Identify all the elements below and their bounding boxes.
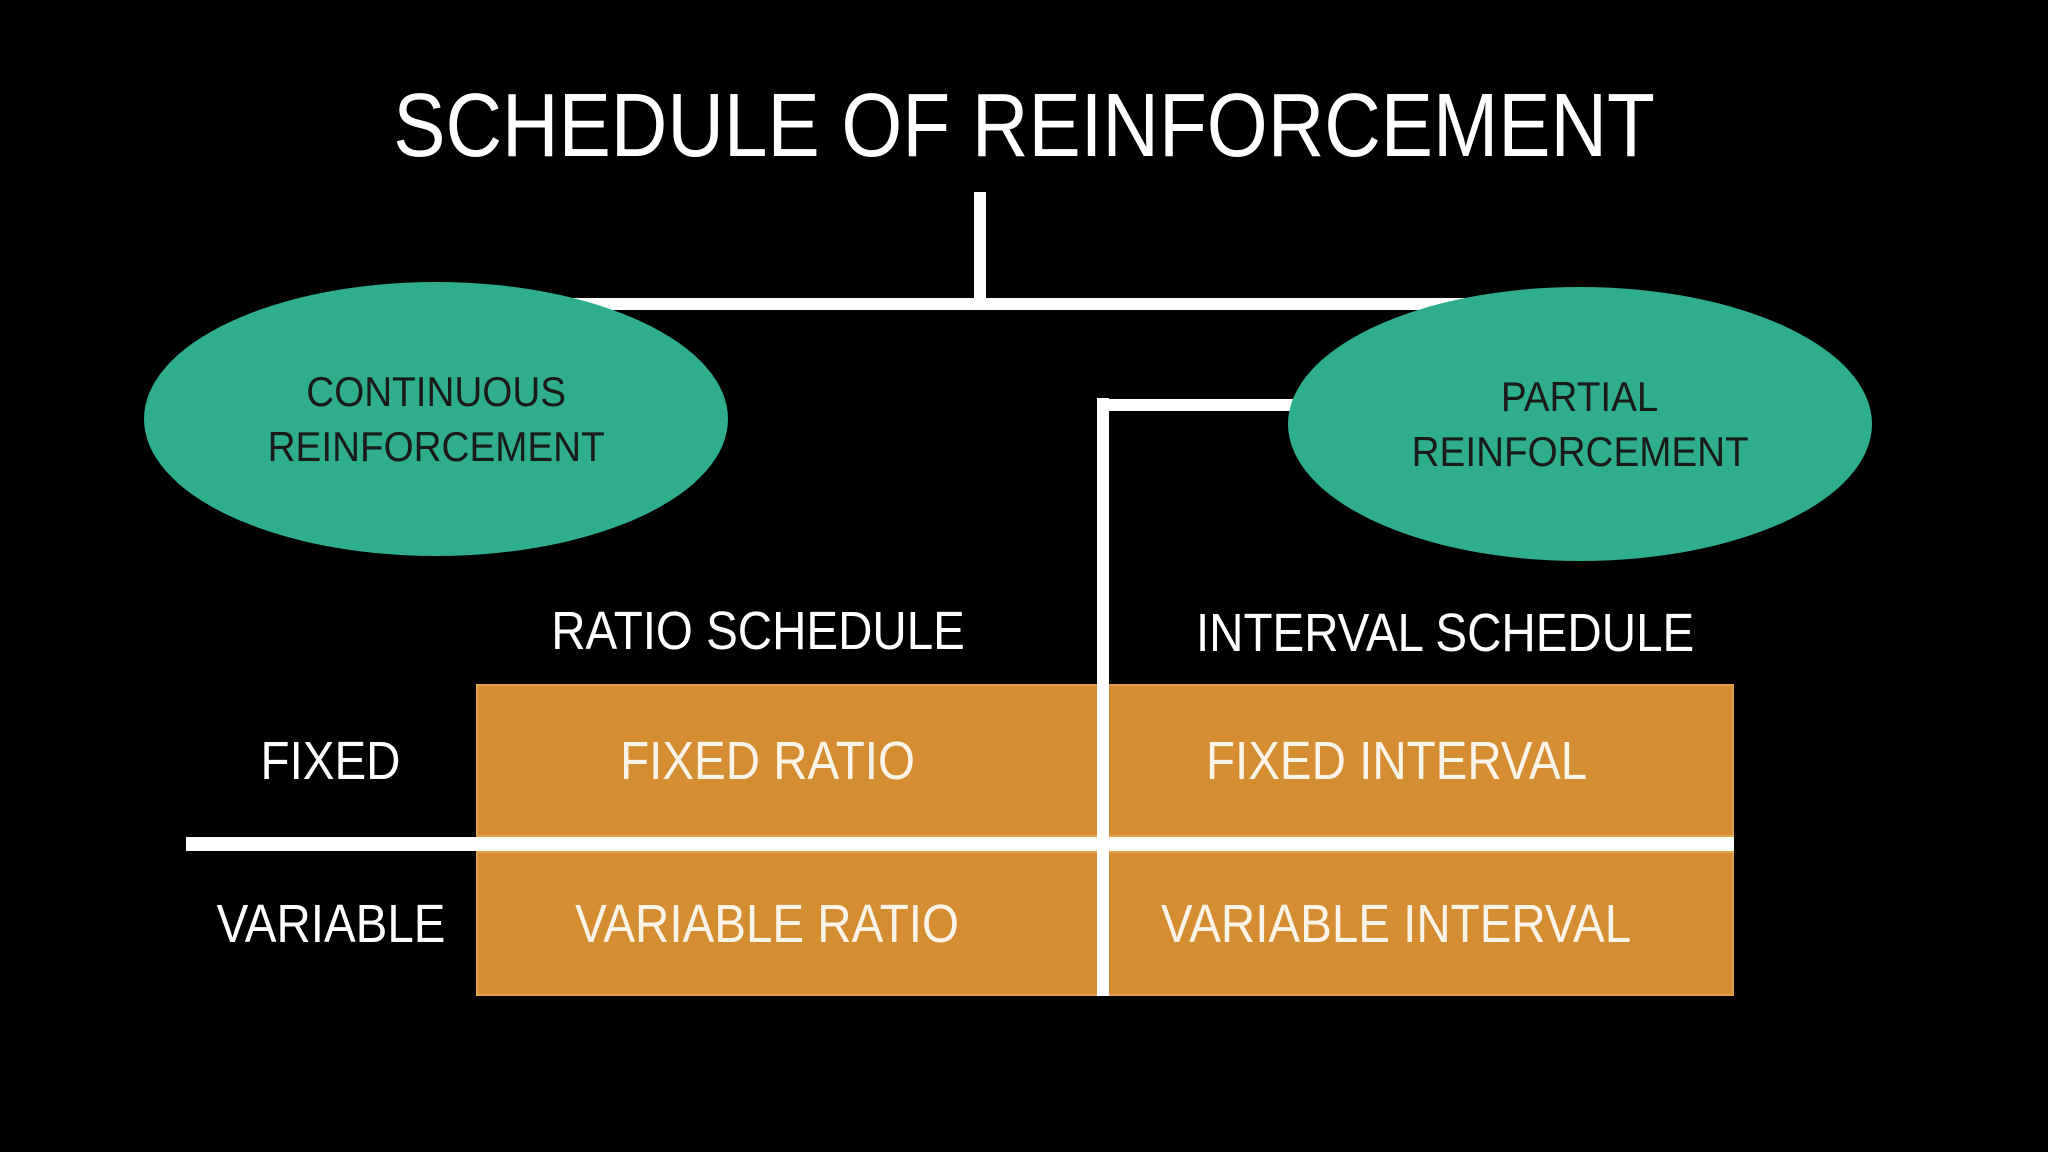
cell-fixed-ratio: FIXED RATIO (476, 684, 1103, 837)
column-header-ratio-schedule: RATIO SCHEDULE (458, 600, 1058, 662)
node-partial-reinforcement: PARTIAL REINFORCEMENT (1288, 287, 1872, 561)
cell-variable-interval-text: VARIABLE INTERVAL (1161, 893, 1632, 954)
row-label-variable: VARIABLE (186, 851, 476, 996)
cell-fixed-interval: FIXED INTERVAL (1103, 684, 1734, 837)
cell-variable-ratio-text: VARIABLE RATIO (575, 893, 960, 954)
cell-fixed-ratio-text: FIXED RATIO (620, 730, 915, 791)
column-header-ratio-text: RATIO SCHEDULE (551, 601, 965, 661)
node-continuous-line2: REINFORCEMENT (267, 423, 605, 470)
node-continuous-line1: CONTINUOUS (306, 368, 566, 415)
cell-variable-ratio: VARIABLE RATIO (476, 851, 1103, 996)
table-horizontal-divider (186, 837, 1734, 851)
table-vertical-divider (1097, 398, 1109, 996)
node-partial-line1: PARTIAL (1501, 373, 1659, 420)
row-label-variable-text: VARIABLE (216, 893, 446, 954)
connector-title-stem (974, 192, 986, 310)
column-header-interval-schedule: INTERVAL SCHEDULE (1145, 602, 1745, 664)
column-header-interval-text: INTERVAL SCHEDULE (1195, 603, 1695, 663)
cell-variable-interval: VARIABLE INTERVAL (1103, 851, 1734, 996)
slide-title-text: SCHEDULE OF REINFORCEMENT (393, 76, 1655, 176)
row-label-fixed: FIXED (186, 684, 476, 837)
slide-title: SCHEDULE OF REINFORCEMENT (0, 80, 2048, 172)
row-label-fixed-text: FIXED (261, 730, 401, 791)
node-partial-line2: REINFORCEMENT (1411, 428, 1749, 475)
connector-horizontal-branch (435, 298, 1581, 310)
cell-fixed-interval-text: FIXED INTERVAL (1205, 730, 1588, 791)
node-continuous-reinforcement: CONTINUOUS REINFORCEMENT (144, 282, 728, 556)
connector-partial-stub (1097, 399, 1297, 411)
